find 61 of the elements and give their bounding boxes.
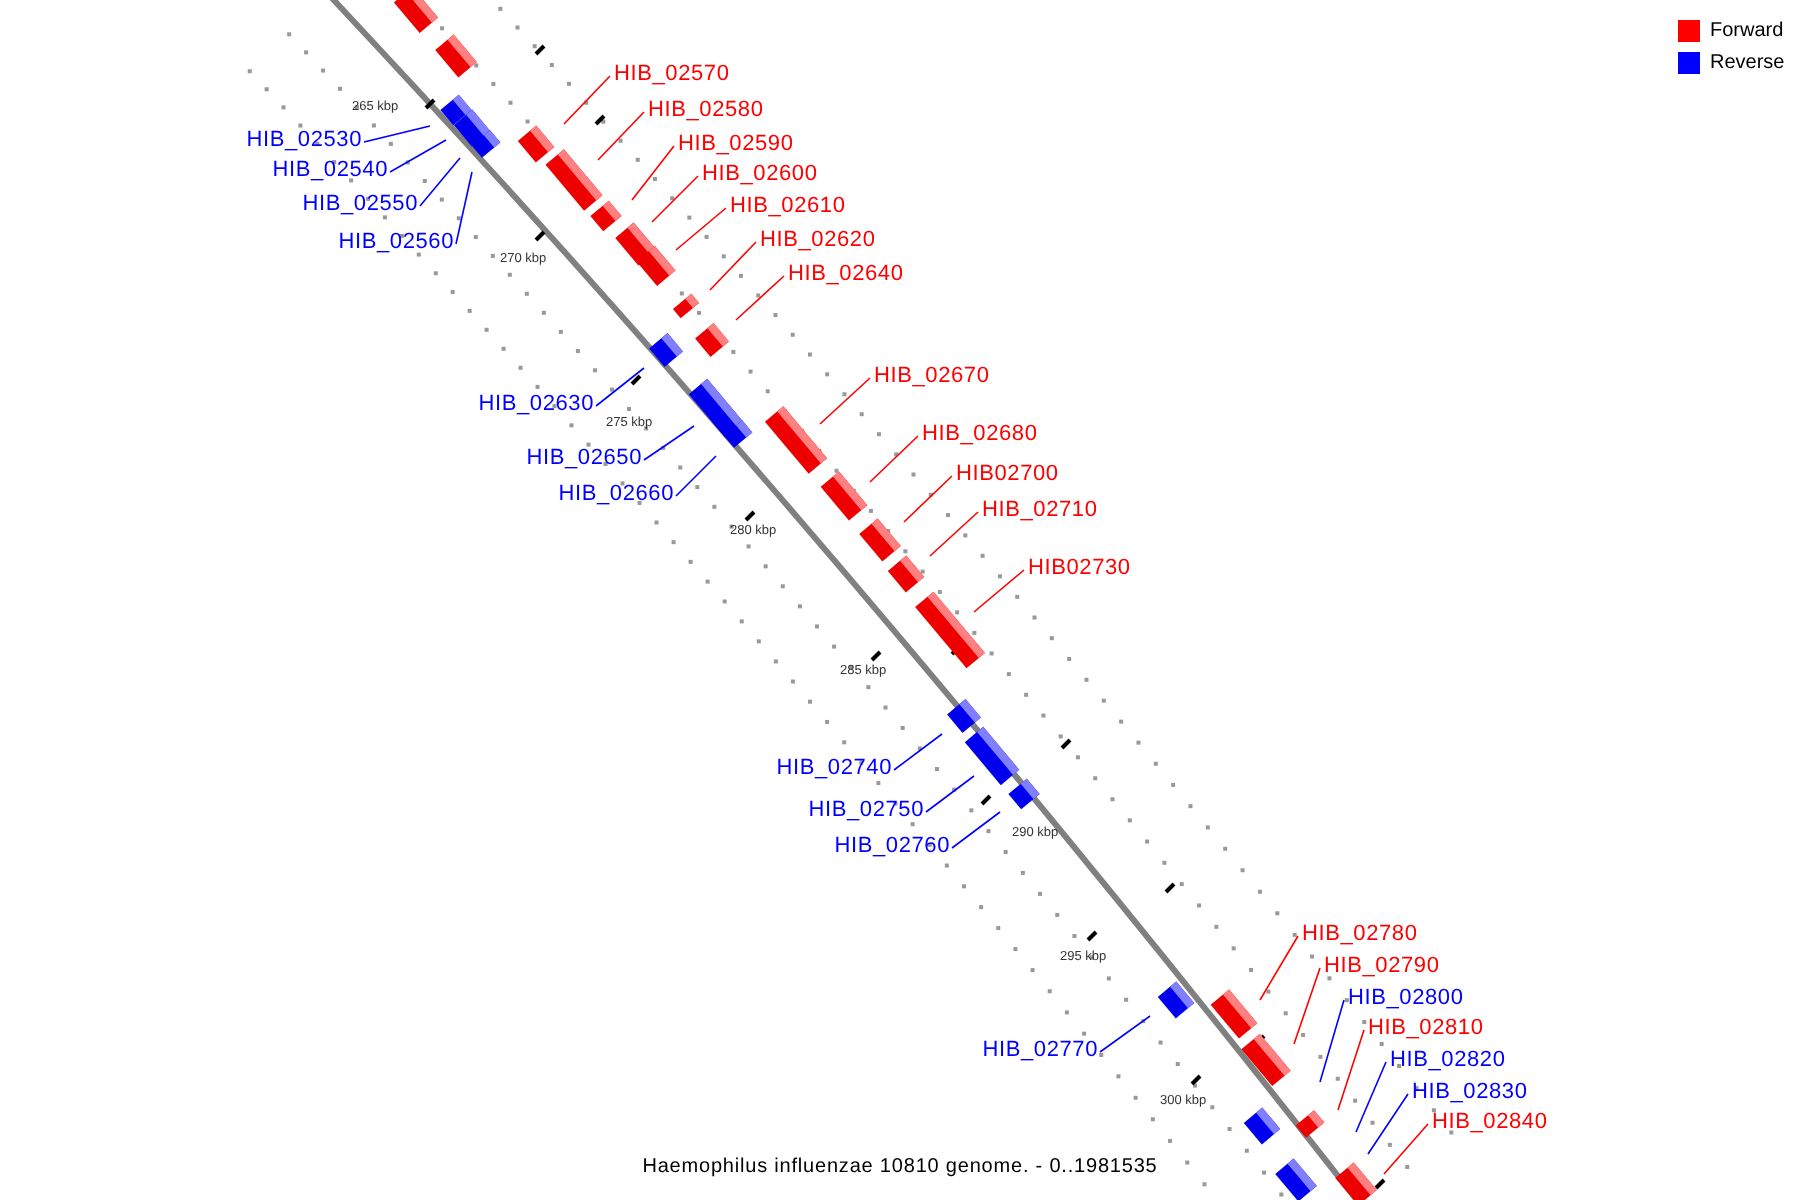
gene-label: HIB_02750 [808,798,924,824]
gene-label: HIB_02540 [272,158,388,184]
gene-label: HIB02730 [1028,556,1131,582]
leader-line [735,275,785,321]
gene-label: HIB_02580 [648,98,764,124]
gene-label: HIB_02740 [776,756,892,782]
leader-line [363,125,431,143]
gene-label: HIB_02670 [874,364,990,390]
gene-label: HIB_02630 [478,392,594,418]
gene-label: HIB_02770 [982,1038,1098,1064]
leader-line [709,241,757,291]
gene-label: HIB_02760 [834,834,950,860]
gene-label: HIB_02570 [614,62,730,88]
gene-label: HIB_02800 [1348,986,1464,1012]
leader-line [951,811,1001,849]
leader-line [643,425,695,461]
leader-line [1383,1123,1429,1175]
leader-line [1337,1029,1365,1111]
gene-label: HIB_02530 [246,128,362,154]
gene-label: HIB_02820 [1390,1048,1506,1074]
leader-line [419,157,461,207]
gene-label: HIB_02610 [730,194,846,220]
leader-line [819,377,871,425]
legend-label: Forward [1710,18,1784,44]
gene-label: HIB_02780 [1302,922,1418,948]
gene-label: HIB_02710 [982,498,1098,524]
leader-line [1293,967,1321,1045]
gene-label: HIB_02680 [922,422,1038,448]
gene-label: HIB_02830 [1412,1080,1528,1106]
leader-line [389,139,447,173]
leader-line [1355,1061,1387,1133]
leader-line [563,75,611,125]
gene-label: HIB_02620 [760,228,876,254]
gene-label: HIB_02810 [1368,1016,1484,1042]
leader-line [929,511,979,557]
gene-label: HIB_02790 [1324,954,1440,980]
leader-line [893,733,943,771]
legend-label: Reverse [1710,50,1785,76]
leader-line [597,111,645,161]
gene-label: HIB_02650 [526,446,642,472]
leader-line [903,475,953,523]
gene-label: HIB_02550 [302,192,418,218]
gene-label: HIB_02590 [678,132,794,158]
gene-label: HIB_02660 [558,482,674,508]
gene-label: HIB_02600 [702,162,818,188]
gene-label: HIB_02640 [788,262,904,288]
caption: Haemophilus influenzae 10810 genome. - 0..1981535 [640,1154,1160,1180]
gene-label: HIB_02560 [338,230,454,256]
leader-line [1259,935,1299,1001]
gene-label: HIB_02840 [1432,1110,1548,1136]
leader-line [1319,999,1345,1083]
leader-line [631,145,675,201]
gene-label: HIB02700 [956,462,1059,488]
leader-line [1099,1015,1151,1053]
leader-line [675,207,727,251]
leader-line [651,175,699,223]
leader-line [675,455,717,497]
leader-line [1367,1093,1409,1155]
leader-line [869,435,919,483]
leader-line [595,367,645,407]
leader-line [455,171,473,245]
